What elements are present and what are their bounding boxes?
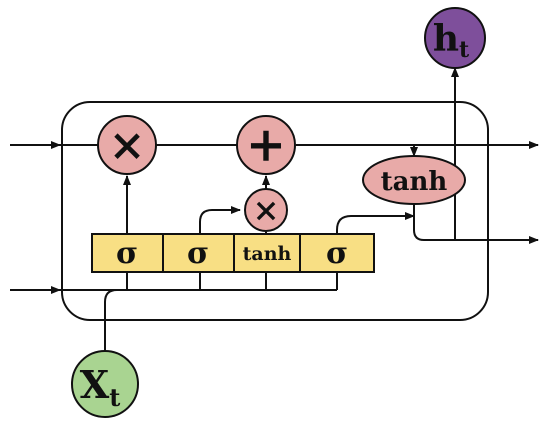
input-main-label: X — [80, 362, 110, 407]
cell-tanh-label: tanh — [381, 167, 448, 197]
output-main-label: h — [433, 18, 459, 60]
multiply-op-label: × — [253, 191, 280, 229]
input-node: Xt — [71, 350, 139, 418]
output-subscript: t — [459, 37, 470, 63]
input-subscript: t — [109, 383, 120, 412]
add-op-label: + — [246, 117, 286, 173]
gate-row: σ σ tanh σ — [91, 233, 375, 273]
forget-gate-label: σ — [116, 236, 138, 271]
add-node: + — [236, 115, 296, 175]
forget-multiply-node: × — [97, 115, 157, 175]
output-gate-label: σ — [326, 236, 348, 271]
output-gate — [299, 233, 375, 273]
cell-tanh-node: tanh — [362, 155, 466, 205]
cell-boundary — [61, 101, 489, 321]
input-line — [104, 289, 118, 355]
input-label: Xt — [80, 362, 121, 412]
output-gate-line — [336, 212, 415, 234]
input-multiply-node: × — [244, 188, 288, 232]
output-node: ht — [424, 7, 486, 69]
output-label: ht — [433, 18, 470, 63]
hidden-state-out-arrow — [413, 204, 539, 244]
input-gate — [162, 233, 235, 273]
input-gate-arrow — [199, 206, 241, 234]
candidate-gate — [233, 233, 301, 273]
multiply-op-label: × — [109, 120, 146, 171]
candidate-gate-label: tanh — [243, 243, 292, 265]
input-gate-label: σ — [187, 236, 209, 271]
